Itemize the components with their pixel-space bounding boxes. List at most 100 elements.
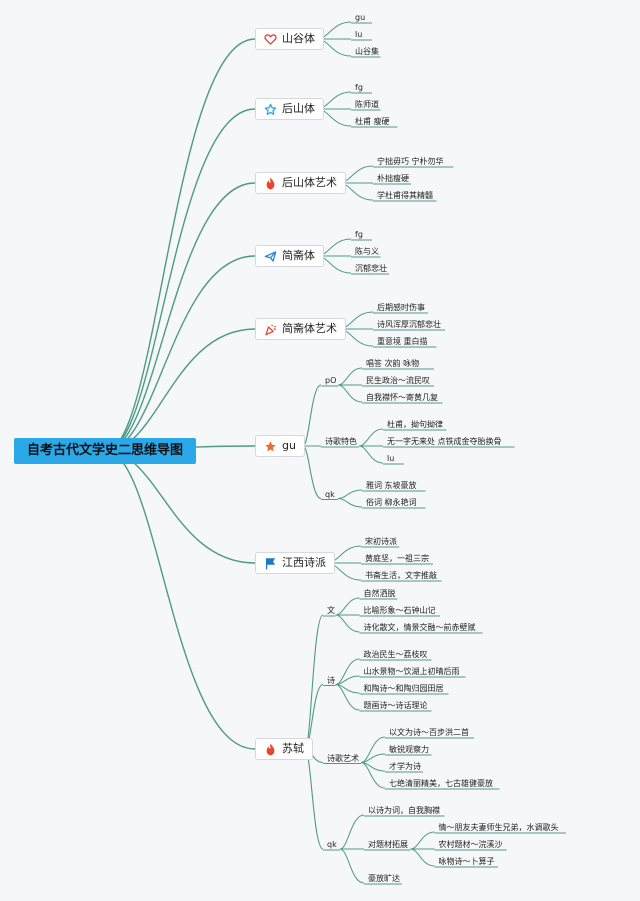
branch-label: 简斋体艺术	[282, 322, 337, 335]
leaf-item: 自然洒脱	[363, 589, 396, 598]
leaf-item: 诗风浑厚沉郁悲壮	[377, 320, 441, 329]
leaf-item: 以诗为词，自我胸襟	[368, 806, 440, 815]
leaf-item: 比喻形象～石钟山记	[363, 606, 436, 615]
branch-label: 后山体	[282, 102, 315, 115]
sub-topic: qk	[327, 840, 337, 849]
connector	[105, 182, 256, 452]
leaf-item: fg	[355, 230, 363, 239]
flag-icon	[262, 555, 278, 571]
root-topic[interactable]: 自考古代文学史二思维导图	[14, 438, 196, 464]
leaf-item: 唱答 次韵 咏物	[366, 359, 420, 368]
connector	[337, 384, 363, 403]
leaf-item: 情～朋友夫妻师生兄弟，水调歌头	[438, 823, 559, 832]
connector	[337, 489, 363, 499]
leaf-item: 书斋生活，文字推敲	[365, 571, 437, 580]
connector	[339, 848, 365, 884]
connector	[105, 38, 256, 452]
leaf-item: 敏锐观察力	[389, 745, 429, 754]
connector	[304, 614, 324, 750]
leaf-item: 才学为诗	[389, 762, 421, 771]
leaf-item: 七绝清丽精美，七古雄健豪放	[389, 779, 493, 788]
sub-topic: 诗歌特色	[325, 437, 357, 446]
party-popper-icon	[262, 321, 278, 337]
leaf-item: 陈与义	[355, 247, 379, 256]
leaf-item: 黄庭坚，一祖三宗	[365, 554, 429, 563]
leaf-item: 政治民生～荔枝叹	[363, 650, 428, 659]
paper-plane-icon	[262, 248, 278, 264]
branch-node-1[interactable]: 山谷体	[255, 28, 324, 50]
branch-node-7[interactable]: 江西诗派	[255, 552, 335, 574]
star-outline-icon	[262, 101, 278, 117]
leaf-item: fg	[355, 83, 363, 92]
leaf-item: 学杜甫得其精髓	[377, 191, 433, 200]
connector	[360, 762, 386, 789]
connector	[302, 445, 322, 500]
leaf-item: 山谷集	[355, 47, 379, 56]
branch-label: gu	[282, 439, 296, 452]
leaf-item: 宁拙毋巧 宁朴勿华	[377, 157, 444, 166]
leaf-item: 民生政治～流民叹	[366, 376, 430, 385]
branch-node-8[interactable]: 苏轼	[255, 738, 313, 760]
leaf-item: 俗词 柳永艳词	[366, 498, 417, 507]
leaf-item: 雅词 东坡豪放	[366, 481, 417, 490]
heart-icon	[262, 31, 278, 47]
leaf-item: 对题材拓展	[368, 840, 408, 849]
connector	[410, 831, 435, 850]
sub-topic: 诗	[327, 675, 335, 685]
sub-topic: pO	[325, 376, 337, 385]
fire-icon	[262, 741, 278, 757]
leaf-item: 自我襟怀～寄黄几复	[366, 393, 438, 402]
branch-label: 后山体艺术	[282, 176, 337, 189]
leaf-item: 宋初诗派	[365, 537, 397, 546]
leaf-item: 杜甫，拗句拗律	[387, 420, 443, 429]
leaf-item: 题画诗～诗话理论	[363, 701, 428, 710]
branch-label: 江西诗派	[282, 556, 326, 569]
leaf-item: 后期感时伤事	[377, 303, 425, 312]
branch-label: 苏轼	[282, 742, 304, 755]
leaf-item: 重意境 重白描	[377, 337, 428, 346]
connector	[105, 108, 256, 452]
leaf-item: 咏物诗～卜算子	[438, 857, 495, 866]
leaf-item: 陈师道	[355, 100, 379, 109]
branch-node-6[interactable]: gu	[255, 435, 305, 457]
leaf-item: 杜甫 瘦硬	[355, 117, 390, 126]
connector	[337, 498, 363, 508]
leaf-item: 和陶诗～和陶归园田居	[363, 684, 444, 693]
connector	[360, 736, 386, 763]
star-icon	[262, 438, 278, 454]
connector	[335, 597, 360, 616]
connector	[105, 450, 256, 750]
connector	[304, 748, 324, 850]
fire-icon	[262, 175, 278, 191]
leaf-item: 以文为诗～百步洪二首	[389, 728, 469, 737]
leaf-item: lu	[355, 30, 363, 39]
connector	[358, 445, 384, 464]
sub-topic: qk	[325, 489, 335, 499]
leaf-item: gu	[355, 13, 366, 22]
sub-topic: 诗歌艺术	[327, 753, 359, 763]
leaf-item: lu	[387, 454, 395, 463]
sub-topic: 文	[327, 606, 335, 615]
leaf-item: 沉郁悲壮	[355, 264, 387, 273]
leaf-item: 豪放旷达	[368, 874, 400, 883]
connector	[335, 658, 360, 685]
leaf-item: 无一字无来处 点铁成金夺胎换骨	[387, 437, 502, 446]
connector	[337, 367, 363, 386]
leaf-item: 山水景物～饮湖上初晴后雨	[363, 667, 460, 676]
leaf-item: 农村题材～浣溪沙	[438, 840, 503, 849]
connector	[105, 450, 256, 564]
connector	[410, 848, 435, 867]
connector	[339, 814, 365, 850]
leaf-item: 诗化散文，情景交融～前赤壁赋	[363, 623, 476, 632]
branch-node-3[interactable]: 后山体艺术	[255, 172, 346, 194]
branch-label: 简斋体	[282, 249, 315, 262]
branch-label: 山谷体	[282, 32, 315, 45]
branch-node-2[interactable]: 后山体	[255, 98, 324, 120]
connector	[335, 684, 360, 711]
leaf-item: 朴拙瘦硬	[377, 174, 409, 183]
connector	[335, 614, 360, 633]
branch-node-5[interactable]: 简斋体艺术	[255, 318, 346, 340]
branch-node-4[interactable]: 简斋体	[255, 245, 324, 267]
connector	[302, 384, 322, 447]
